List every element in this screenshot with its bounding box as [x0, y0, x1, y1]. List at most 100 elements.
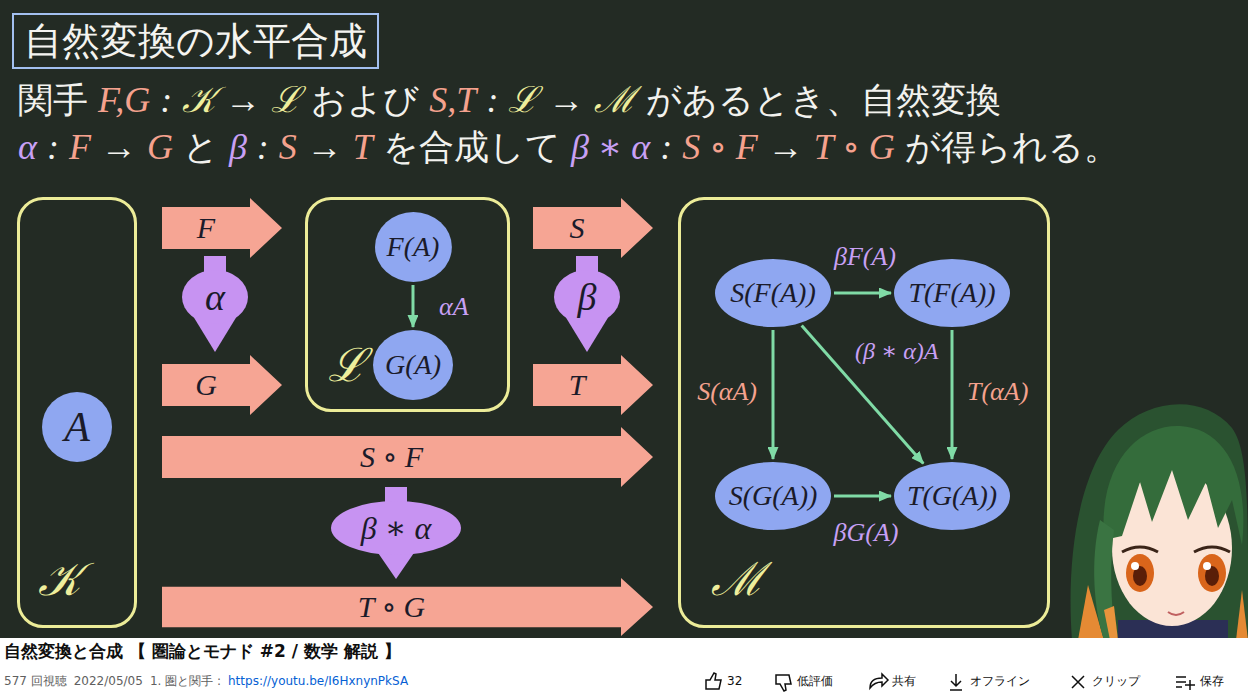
node-label: T(G(A)) [907, 480, 997, 512]
statement-text: → [548, 80, 584, 121]
statement-text: : [486, 80, 498, 121]
video-info-text: 2022/05/05 [74, 674, 143, 688]
morphism-label-holder: S(αA) [694, 377, 760, 407]
morphism-arrow [834, 495, 891, 498]
statement-text: G [147, 127, 173, 168]
object-circle: S(G(A)) [714, 461, 832, 531]
video-info-text: オフライン [970, 674, 1030, 688]
statement-text: があるとき、自然変換 [646, 80, 1001, 120]
hair-bangs [1103, 426, 1243, 545]
statement-text: F,G [98, 80, 150, 121]
object-ellipse [375, 212, 452, 282]
toolbar-button: クリップ [1092, 674, 1140, 688]
eye-highlight [1203, 562, 1211, 570]
video-info-text: 577 回視聴 [4, 674, 67, 688]
block-arrow [533, 198, 653, 258]
morphism-label-holder: βF(A) [831, 242, 899, 272]
morphism-label: αA [436, 292, 472, 322]
node-label: A [64, 403, 90, 451]
toolbar-button: 共有 [892, 674, 916, 688]
block-arrow [162, 355, 282, 415]
like-icon [706, 673, 721, 689]
statement-text: T ∘ G [814, 127, 895, 168]
node-label: G [195, 368, 217, 403]
morphism-arrow [411, 285, 414, 327]
toolbar-button: 低評価 [797, 674, 833, 688]
node-label: G(A) [385, 349, 441, 381]
hair-tip [1236, 590, 1248, 640]
morphism-arrow [834, 292, 891, 295]
statement-text: ℒ [271, 80, 301, 121]
video-info-text: クリップ [1092, 674, 1140, 688]
object-ellipse [894, 462, 1010, 530]
node-label: β [578, 270, 597, 324]
slide-title: 自然変換の水平合成 [24, 17, 367, 65]
transformation-arrow: β ∗ α [331, 487, 461, 579]
functor-arrow: F [162, 198, 282, 258]
vtuber-avatar [1071, 404, 1248, 640]
object-circle: F(A) [374, 211, 453, 283]
node-label: S(G(A)) [729, 480, 818, 512]
title-frame: 自然変換の水平合成 [12, 13, 379, 69]
node-label: T [569, 368, 586, 403]
block-arrow [162, 578, 653, 636]
statement-text: が得られる。 [905, 127, 1119, 167]
statement-text: → [768, 127, 804, 168]
object-ellipse [373, 330, 453, 400]
category-box: A𝒦 [17, 197, 137, 628]
video-info-text: 共有 [892, 674, 916, 688]
statement-line: 関手F,G:𝒦→ℒおよびS,T:ℒ→ℳがあるとき、自然変換 [18, 80, 1001, 121]
mouth [1168, 612, 1184, 615]
functor-arrow-shape [533, 198, 653, 258]
statement-text: ℒ [508, 80, 538, 121]
video-info-text: 保存 [1200, 674, 1224, 688]
functor-arrow: T [533, 355, 653, 415]
eye [1126, 554, 1154, 592]
category-name: 𝒦 [38, 554, 81, 607]
functor-arrow-shape [162, 198, 282, 258]
statement-text: → [101, 127, 137, 168]
statement-text: S ∘ F [682, 127, 758, 168]
toolbar-button: 保存 [1200, 674, 1224, 688]
object-ellipse [715, 259, 831, 327]
node-label: F [197, 211, 215, 246]
object-circle: S(F(A)) [714, 258, 832, 328]
statement-text: : [257, 127, 269, 168]
statement-text: および [311, 80, 419, 120]
statement-text: : [160, 80, 172, 121]
morphism-label: βG(A) [831, 518, 902, 548]
video-title-row: 自然変換と合成 【 圏論とモナド #2 / 数学 解説 】 [4, 641, 401, 661]
object-circle: G(A) [372, 329, 454, 401]
arrow-body [182, 270, 248, 324]
node-label: S ∘ F [360, 440, 423, 475]
video-info-text: https://youtu.be/I6HxnynPkSA [228, 674, 408, 688]
video-info-text: 1. 圏と関手 : [150, 674, 221, 688]
object-ellipse [715, 462, 831, 530]
transformation-arrow: β [554, 256, 620, 352]
toolbar-button: オフライン [970, 674, 1030, 688]
clip-icon [1072, 676, 1084, 688]
object-ellipse [894, 259, 1010, 327]
functor-arrow: T ∘ G [162, 578, 653, 636]
statement-line: α:F→Gとβ:S→Tを合成してβ ∗ α:S ∘ F→T ∘ Gが得られる。 [18, 127, 1119, 168]
functor-arrow: S ∘ F [162, 427, 653, 487]
transformation-arrow: α [182, 256, 248, 352]
eyelash [1122, 547, 1158, 552]
statement-text: : [660, 127, 672, 168]
statement-text: T [353, 127, 373, 168]
statement-text: → [307, 127, 343, 168]
category-name: ℒ [328, 340, 366, 393]
statement-text: F [69, 127, 91, 168]
node-label: S [570, 211, 585, 246]
morphism-arrow [951, 330, 954, 459]
hair-back [1071, 404, 1248, 640]
morphism-label: T(αA) [964, 377, 1031, 407]
statement-text: → [225, 80, 261, 121]
video-info-bar [0, 638, 1248, 692]
node-label: T ∘ G [358, 590, 426, 625]
morphism-arrow [772, 330, 775, 459]
functor-arrow: G [162, 355, 282, 415]
arrow-body [331, 501, 461, 555]
object-ellipse [42, 392, 112, 462]
share-icon [870, 674, 888, 688]
